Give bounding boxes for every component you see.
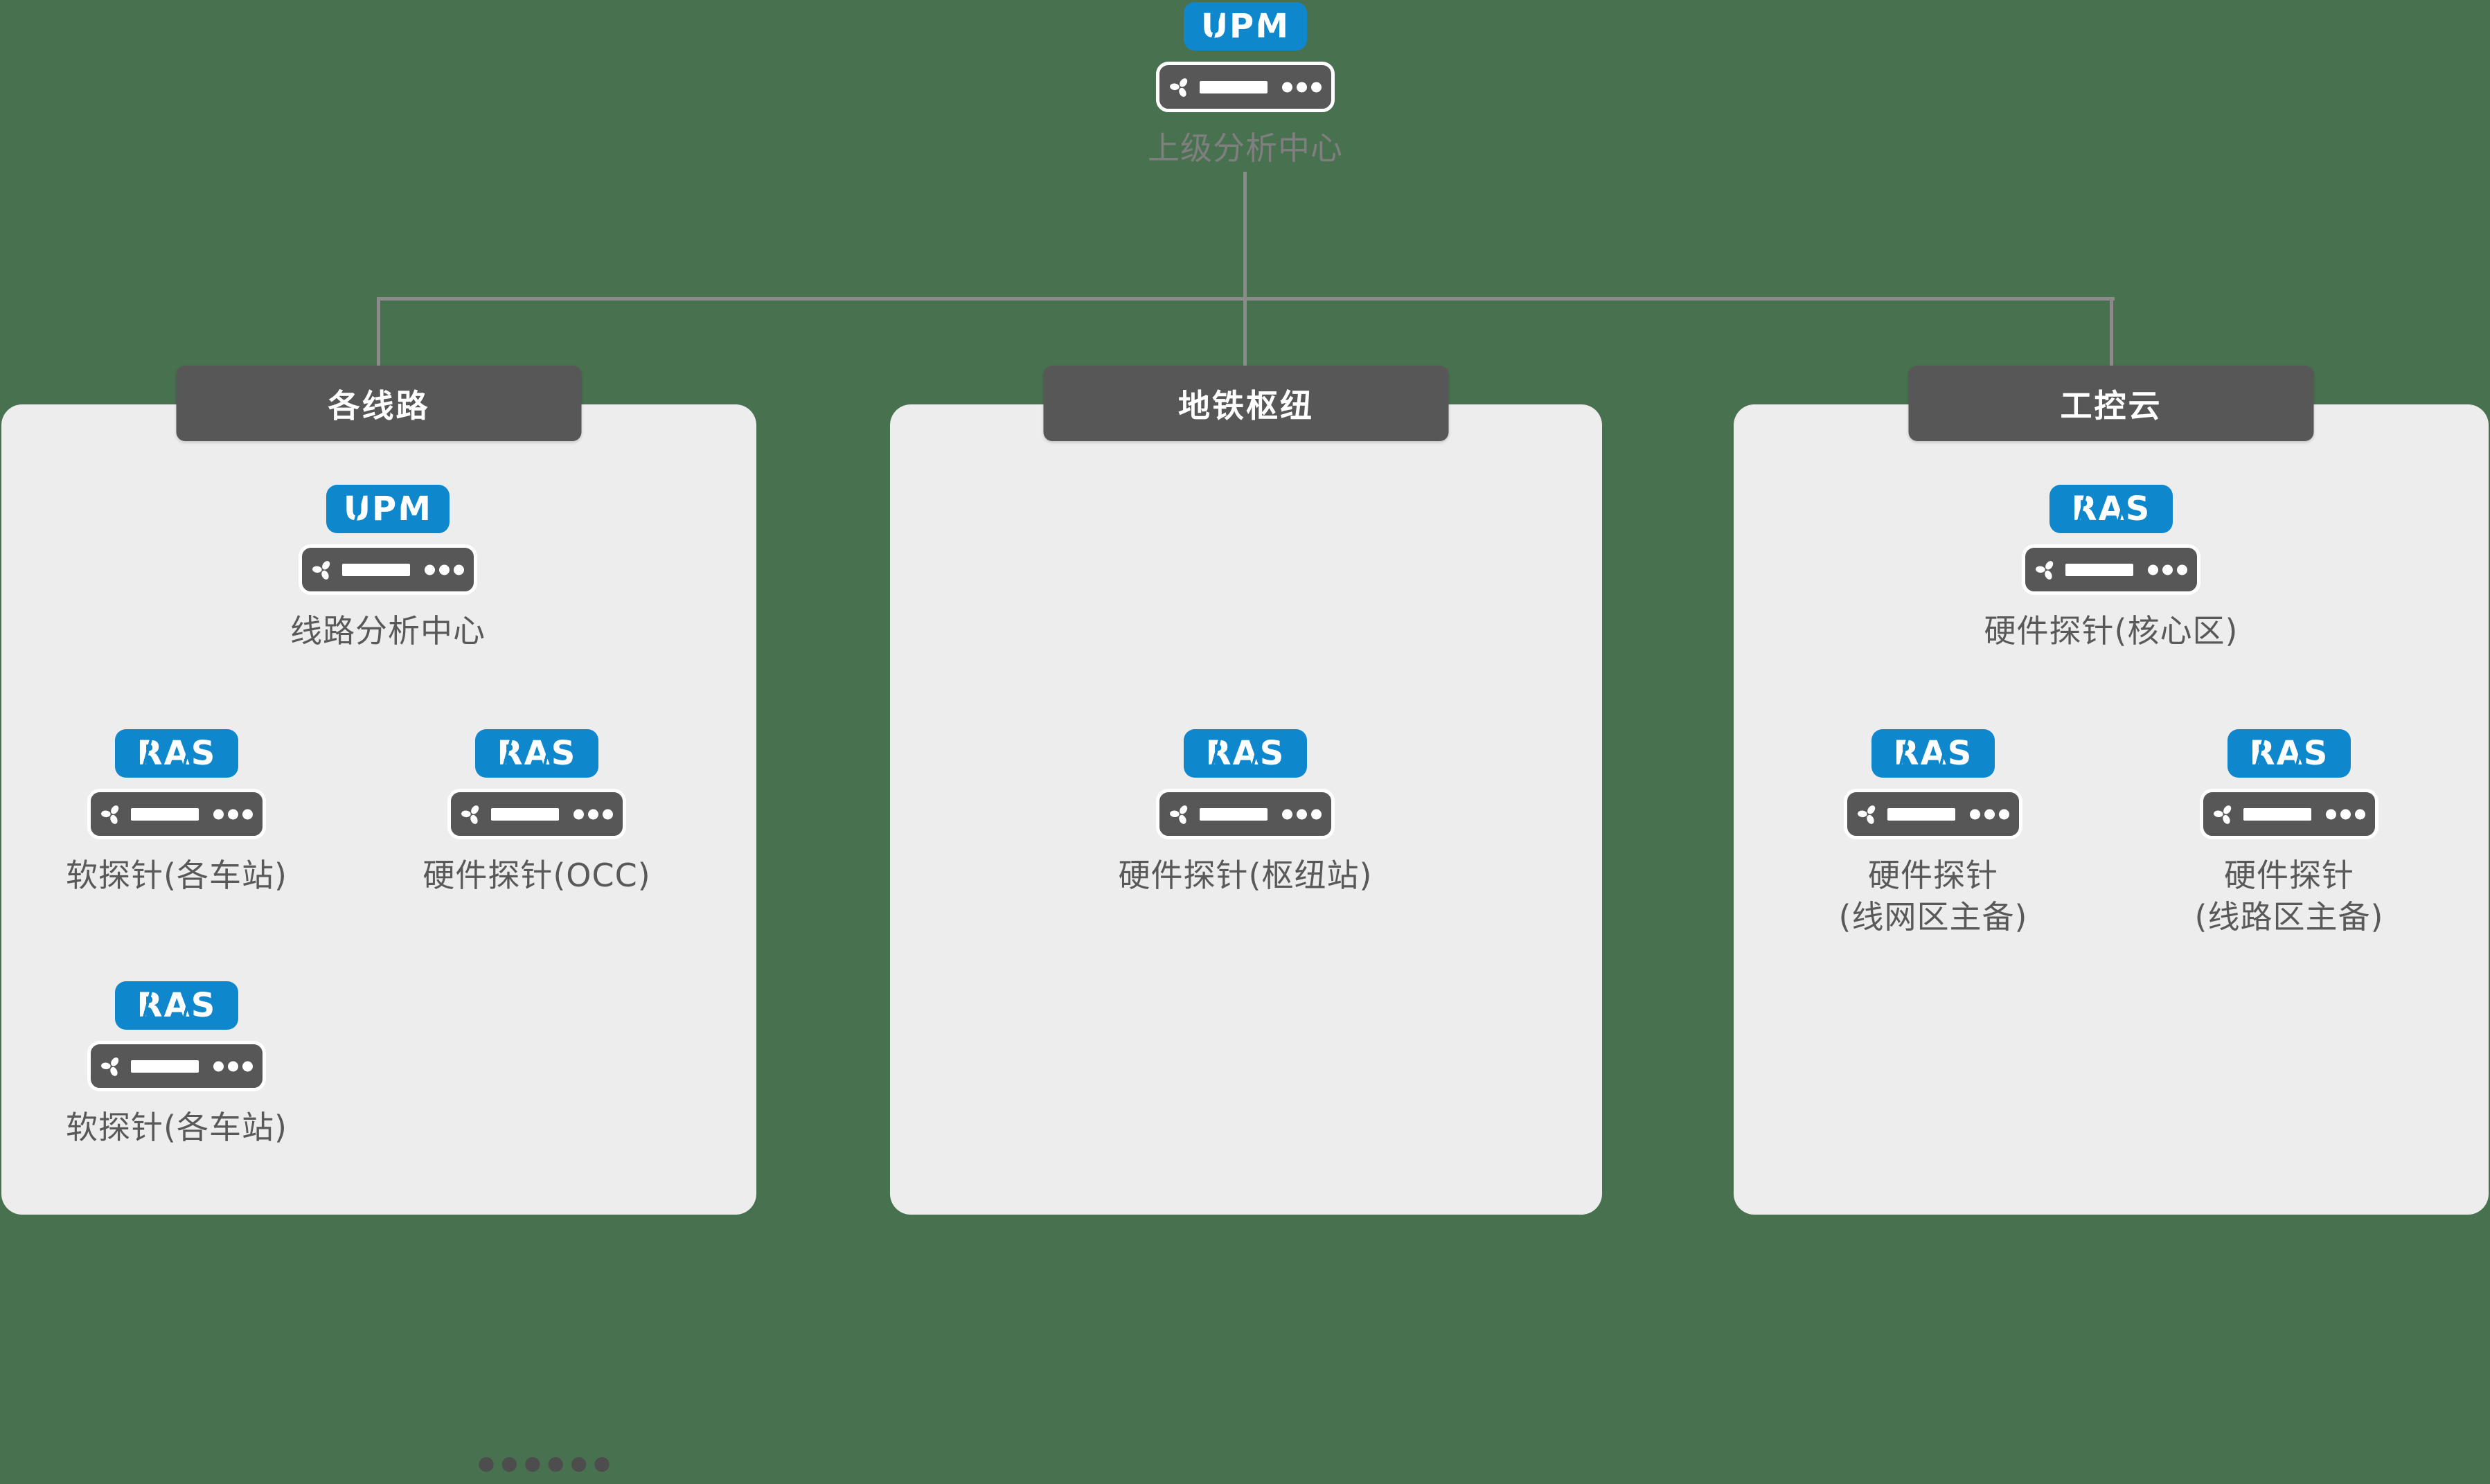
badge-text: UPM xyxy=(344,490,432,528)
node-soft-probe-stations-2: RAS 软探针(各车站) xyxy=(0,981,357,1148)
panel-industrial-cloud: 工控云 RAS 硬件探针(核心区) RAS 硬件探针 (线网区主备) RAS xyxy=(1734,366,2489,1215)
fan-icon xyxy=(101,805,119,824)
node-label-line2: (线路区主备) xyxy=(2194,898,2384,936)
node-label: 上级分析中心 xyxy=(1148,129,1343,167)
server-icon xyxy=(447,789,626,839)
ras-badge: RAS xyxy=(1184,729,1307,778)
server-display xyxy=(1887,807,1955,821)
connector-horizontal-bus xyxy=(377,297,2115,301)
node-hardware-probe-line-area: RAS 硬件探针 (线路区主备) xyxy=(2109,729,2469,938)
fan-icon xyxy=(1858,805,1876,824)
server-display xyxy=(1200,80,1268,93)
ras-badge: RAS xyxy=(2227,729,2351,778)
node-label: 软探针(各车站) xyxy=(66,1109,287,1146)
server-leds xyxy=(2148,564,2187,575)
badge-text: RAS xyxy=(497,734,577,773)
ellipsis-more-stations: ●●●●●● xyxy=(477,1451,617,1474)
badge-text: RAS xyxy=(2249,734,2329,773)
node-superior-analysis-center: UPM 上级分析中心 xyxy=(1065,2,1425,169)
panel-metro-hub: 地铁枢纽 RAS 硬件探针(枢纽站) xyxy=(890,366,1602,1215)
fan-icon xyxy=(312,560,330,580)
fan-icon xyxy=(2036,560,2054,580)
ras-badge: RAS xyxy=(1871,729,1995,778)
server-icon xyxy=(2200,789,2378,839)
fan-icon xyxy=(1170,805,1188,824)
connector-drop-industrial-cloud xyxy=(2110,297,2113,366)
fan-icon xyxy=(2214,805,2232,824)
server-leds xyxy=(1282,82,1322,92)
server-icon xyxy=(1156,789,1335,839)
badge-text: RAS xyxy=(1893,734,1973,773)
upm-badge: UPM xyxy=(326,485,450,533)
badge-text: RAS xyxy=(1205,734,1286,773)
server-display xyxy=(2243,807,2311,821)
node-line-analysis-center: UPM 线路分析中心 xyxy=(208,485,568,652)
server-icon xyxy=(299,544,477,595)
server-display xyxy=(2065,563,2133,576)
node-label-line1: 硬件探针 xyxy=(2224,857,2354,894)
badge-text: UPM xyxy=(1201,7,1290,46)
node-label-line2: (线网区主备) xyxy=(1838,898,2028,936)
upm-badge: UPM xyxy=(1184,2,1307,51)
server-leds xyxy=(1970,809,2009,819)
server-leds xyxy=(573,809,613,819)
badge-text: RAS xyxy=(136,734,217,773)
server-leds xyxy=(425,564,464,575)
panel-metro-hub-tab: 地铁枢纽 xyxy=(1043,366,1449,441)
ras-badge: RAS xyxy=(115,981,238,1030)
server-icon xyxy=(1156,62,1335,112)
server-icon xyxy=(1844,789,2022,839)
node-label-line1: 硬件探针 xyxy=(1868,857,1998,894)
node-hardware-probe-core-area: RAS 硬件探针(核心区) xyxy=(1931,485,2291,652)
node-label: 硬件探针(枢纽站) xyxy=(1118,857,1373,894)
ras-badge: RAS xyxy=(115,729,238,778)
node-label: 软探针(各车站) xyxy=(66,857,287,894)
node-label: 硬件探针(核心区) xyxy=(1984,612,2239,650)
server-display xyxy=(491,807,559,821)
server-display xyxy=(131,807,199,821)
connector-drop-lines xyxy=(377,297,380,366)
node-label: 硬件探针(OCC) xyxy=(423,857,651,894)
badge-text: RAS xyxy=(136,986,217,1025)
fan-icon xyxy=(101,1057,119,1076)
badge-text: RAS xyxy=(2071,490,2151,528)
node-hardware-probe-hub-station: RAS 硬件探针(枢纽站) xyxy=(1065,729,1425,896)
server-leds xyxy=(2326,809,2365,819)
server-icon xyxy=(87,1041,266,1091)
connector-root-stem xyxy=(1243,172,1247,366)
node-hardware-probe-network-area: RAS 硬件探针 (线网区主备) xyxy=(1753,729,2113,938)
server-leds xyxy=(1282,809,1322,819)
node-soft-probe-stations-1: RAS 软探针(各车站) xyxy=(0,729,357,896)
server-icon xyxy=(87,789,266,839)
server-leds xyxy=(213,1061,253,1071)
fan-icon xyxy=(461,805,479,824)
ras-badge: RAS xyxy=(2049,485,2173,533)
ras-badge: RAS xyxy=(475,729,598,778)
server-display xyxy=(342,563,410,576)
node-label: 线路分析中心 xyxy=(290,612,486,650)
fan-icon xyxy=(1170,78,1188,97)
panel-lines: 各线路 UPM 线路分析中心 RAS 软探针(各车站) RAS xyxy=(0,366,756,1474)
server-leds xyxy=(213,809,253,819)
node-hardware-probe-occ: RAS 硬件探针(OCC) xyxy=(357,729,717,896)
panel-lines-tab: 各线路 xyxy=(176,366,582,441)
server-display xyxy=(131,1060,199,1073)
server-icon xyxy=(2022,544,2200,595)
panel-industrial-cloud-tab: 工控云 xyxy=(1908,366,2314,441)
server-display xyxy=(1200,807,1268,821)
